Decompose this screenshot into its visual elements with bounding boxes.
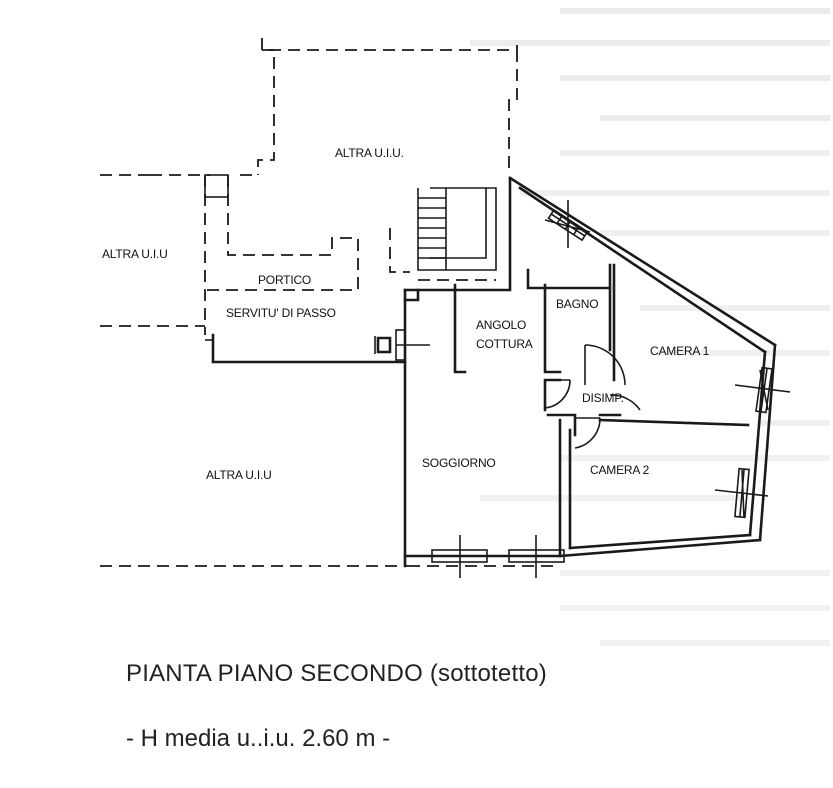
label-disimp: DISIMP. [582, 391, 624, 405]
staircase [389, 187, 497, 281]
altra-uiu-top-outline [150, 38, 518, 335]
column-square [204, 174, 229, 198]
label-angolo-cottura-line2: COTTURA [476, 337, 533, 351]
windows [374, 200, 791, 578]
label-altra-uiu-left: ALTRA U.I.U [102, 247, 168, 261]
label-angolo-cottura-line1: ANGOLO [476, 318, 526, 332]
altra-uiu-boundaries [100, 174, 560, 567]
plan-height-note: - H media u..i.u. 2.60 m - [126, 725, 391, 752]
label-camera-1: CAMERA 1 [650, 344, 710, 358]
label-bagno: BAGNO [556, 297, 598, 311]
label-servitu-di-passo: SERVITU' DI PASSO [226, 306, 336, 320]
floor-plan: ALTRA U.I.U. ALTRA U.I.U PORTICO SERVITU… [100, 8, 830, 646]
servitu-passage [205, 333, 407, 364]
background-bleed-text [470, 8, 830, 646]
label-altra-uiu-bottom: ALTRA U.I.U [206, 468, 272, 482]
interior-partitions [453, 263, 750, 558]
label-altra-uiu-top: ALTRA U.I.U. [335, 146, 404, 160]
plan-title: PIANTA PIANO SECONDO (sottotetto) [126, 660, 547, 687]
label-portico: PORTICO [258, 273, 311, 287]
label-soggiorno: SOGGIORNO [422, 456, 496, 470]
label-camera-2: CAMERA 2 [590, 463, 650, 477]
